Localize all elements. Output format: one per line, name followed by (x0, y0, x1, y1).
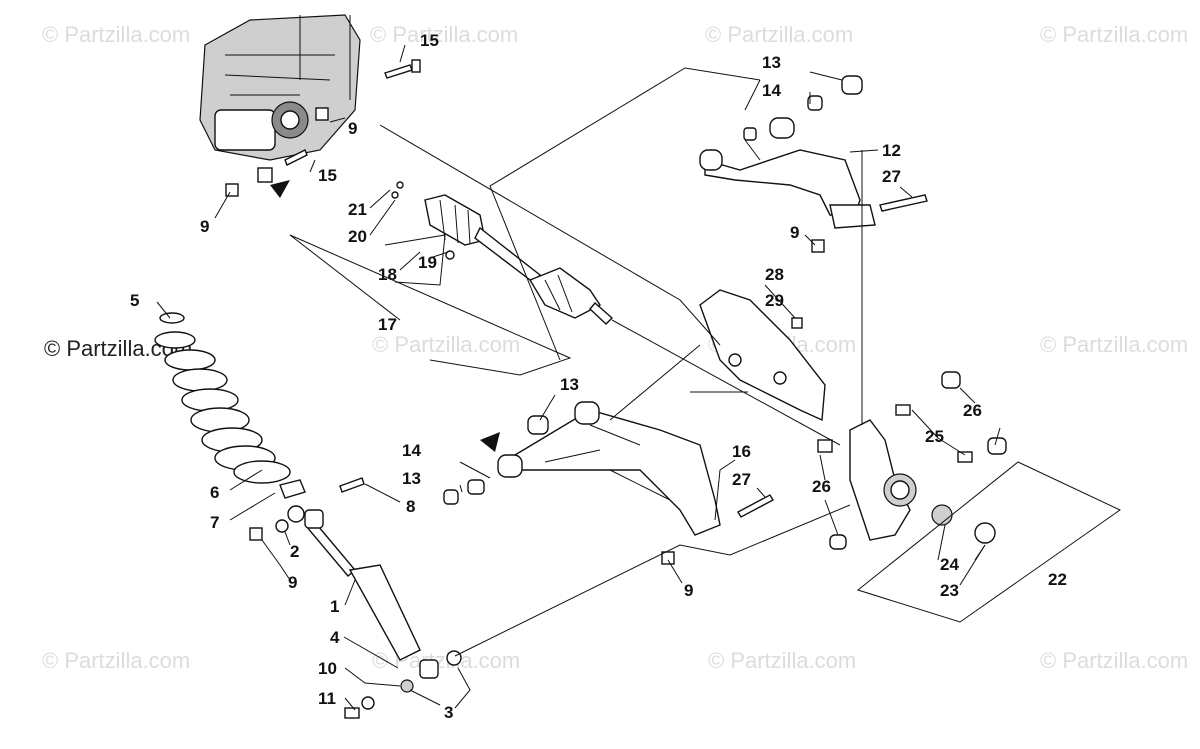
coil-spring (154, 312, 306, 499)
part-number: 9 (348, 119, 357, 138)
part-number: 13 (762, 53, 781, 72)
watermark-text: © Partzilla.com (372, 648, 520, 673)
watermark-text: © Partzilla.com (1040, 22, 1188, 47)
watermark-text: © Partzilla.com (372, 332, 520, 357)
watermark-text: © Partzilla.com (370, 22, 518, 47)
part-number: 9 (288, 573, 297, 592)
part-number: 24 (940, 555, 959, 574)
part-number: 23 (940, 581, 959, 600)
watermark-text: © Partzilla.com (705, 22, 853, 47)
part-number: 4 (330, 628, 340, 647)
part-number: 28 (765, 265, 784, 284)
part-number: 21 (348, 200, 367, 219)
part-number: 29 (765, 291, 784, 310)
hardware (225, 59, 1007, 565)
part-number: 9 (200, 217, 209, 236)
part-number: 14 (762, 81, 781, 100)
part-number: 12 (882, 141, 901, 160)
part-number: 1 (330, 597, 339, 616)
part-number: 25 (925, 427, 944, 446)
lower-a-arm (497, 401, 721, 536)
part-number: 16 (732, 442, 751, 461)
part-number: 13 (560, 375, 579, 394)
watermark-text: © Partzilla.com (42, 648, 190, 673)
watermark-text: © Partzilla.com (1040, 332, 1188, 357)
part-number: 13 (402, 469, 421, 488)
arrow-icon (270, 180, 290, 198)
heat-shield (699, 289, 826, 422)
direction-arrows (270, 180, 500, 452)
leader-lines (156, 44, 1121, 711)
part-number: 11 (318, 689, 336, 708)
part-number: 19 (418, 253, 437, 272)
part-number: 6 (210, 483, 219, 502)
part-number: 15 (420, 31, 439, 50)
rear-knuckle (849, 419, 996, 544)
part-number: 10 (318, 659, 337, 678)
part-number: 26 (963, 401, 982, 420)
part-number: 17 (378, 315, 397, 334)
part-number: 15 (318, 166, 337, 185)
part-number: 26 (812, 477, 831, 496)
part-number: 7 (210, 513, 219, 532)
part-number: 8 (406, 497, 415, 516)
part-callouts: 15 9 15 9 21 20 19 18 17 13 14 12 27 9 2… (130, 31, 1067, 722)
part-number: 5 (130, 291, 139, 310)
part-number: 27 (882, 167, 901, 186)
part-number: 22 (1048, 570, 1067, 589)
part-number: 18 (378, 265, 397, 284)
watermark-layer: © Partzilla.com © Partzilla.com © Partzi… (42, 22, 1188, 673)
part-number: 3 (444, 703, 453, 722)
part-number: 14 (402, 441, 421, 460)
upper-a-arm (699, 117, 876, 229)
watermark-text: © Partzilla.com (42, 22, 190, 47)
drive-axle (424, 194, 614, 325)
part-number: 20 (348, 227, 367, 246)
part-number: 9 (684, 581, 693, 600)
arrow-icon (480, 432, 500, 452)
watermark-text: © Partzilla.com (1040, 648, 1188, 673)
shock-absorber (249, 505, 462, 719)
part-number: 2 (290, 542, 299, 561)
watermark-text: © Partzilla.com (708, 648, 856, 673)
part-number: 27 (732, 470, 751, 489)
engine-frame (199, 14, 361, 161)
part-number: 9 (790, 223, 799, 242)
